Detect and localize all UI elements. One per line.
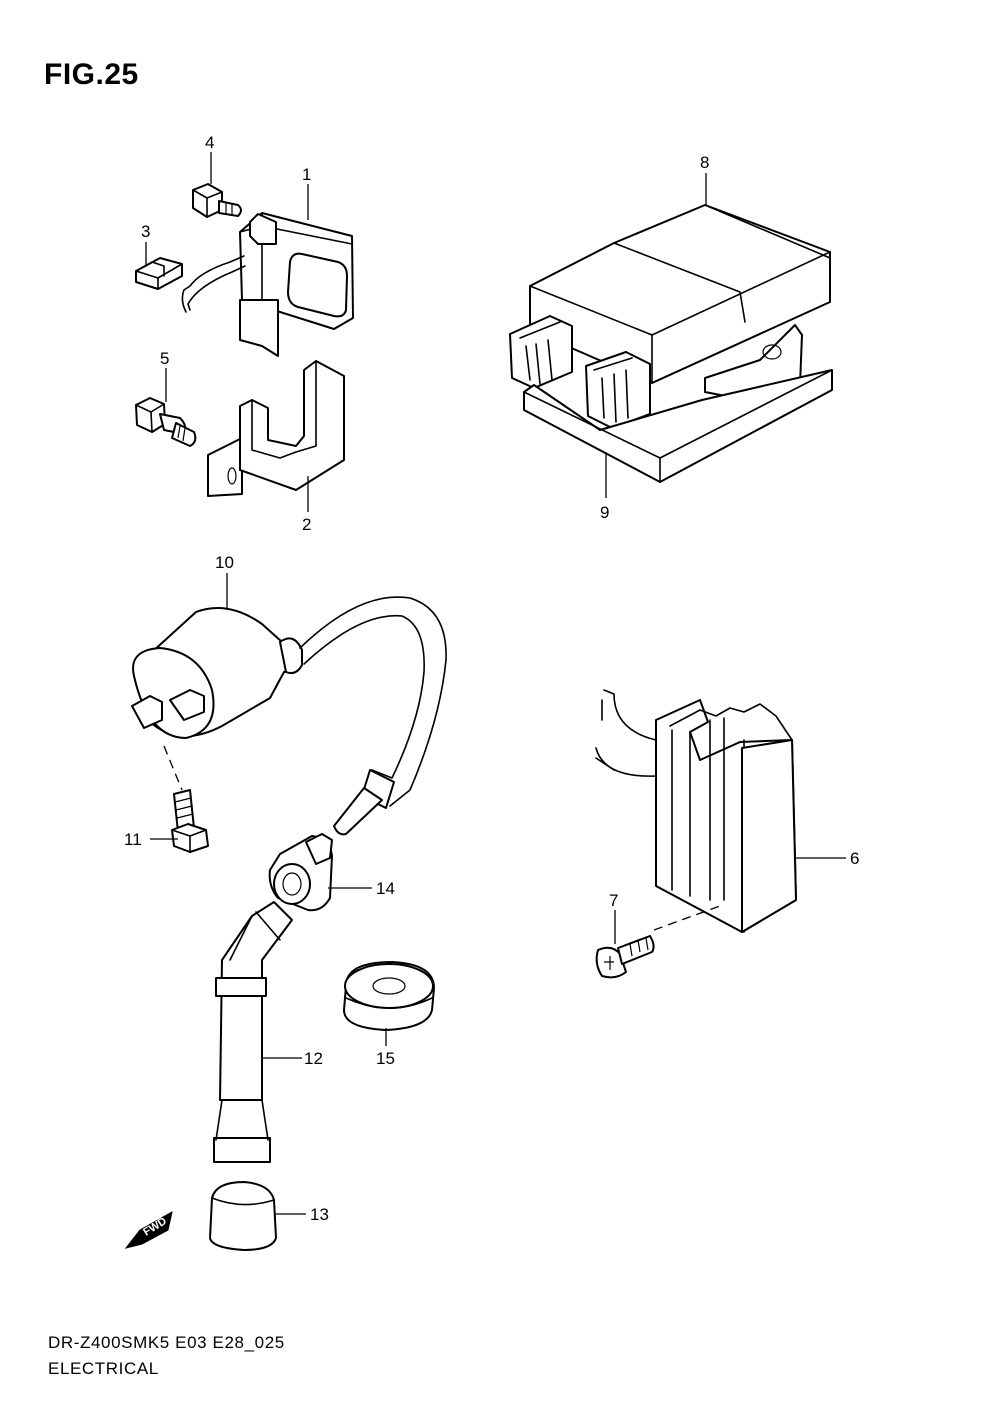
callout-1: 1 [302,165,311,184]
part-12-plug-cap [213,901,293,1163]
callout-6: 6 [850,849,859,868]
callout-3: 3 [141,222,150,241]
callout-9: 9 [600,503,609,522]
part-2-bracket [207,360,345,497]
part-9-pad [523,369,833,483]
part-10-ignition-coil [131,596,447,836]
part-8-control-unit [509,204,831,429]
callout-12: 12 [304,1049,323,1068]
fwd-direction-badge: FWD [124,1211,173,1249]
part-7-screw [595,935,655,979]
callout-11: 11 [124,830,142,849]
assembly-line-7 [653,905,721,931]
callout-8: 8 [700,153,709,172]
part-11-bolt [171,789,209,853]
callout-14: 14 [376,879,395,898]
part-15-grommet [343,961,435,1031]
part-6-regulator [595,689,797,933]
callout-4: 4 [205,133,214,152]
callout-15: 15 [376,1049,395,1068]
part-13-cover [209,1181,277,1251]
callout-5: 5 [160,349,169,368]
figure-title: FIG.25 [44,58,139,91]
assembly-line-11 [163,745,183,791]
part-4-bolt [192,183,242,218]
part-1-relay [181,212,354,357]
callout-10: 10 [215,553,234,572]
callout-13: 13 [310,1205,329,1224]
callout-7: 7 [609,891,618,910]
group-name: ELECTRICAL [48,1359,159,1378]
model-code: DR-Z400SMK5 E03 E28_025 [48,1333,285,1352]
part-3-connector [135,257,183,290]
part-14-grommet [268,833,333,912]
part-5-bolt [135,397,197,447]
callout-2: 2 [302,515,311,534]
